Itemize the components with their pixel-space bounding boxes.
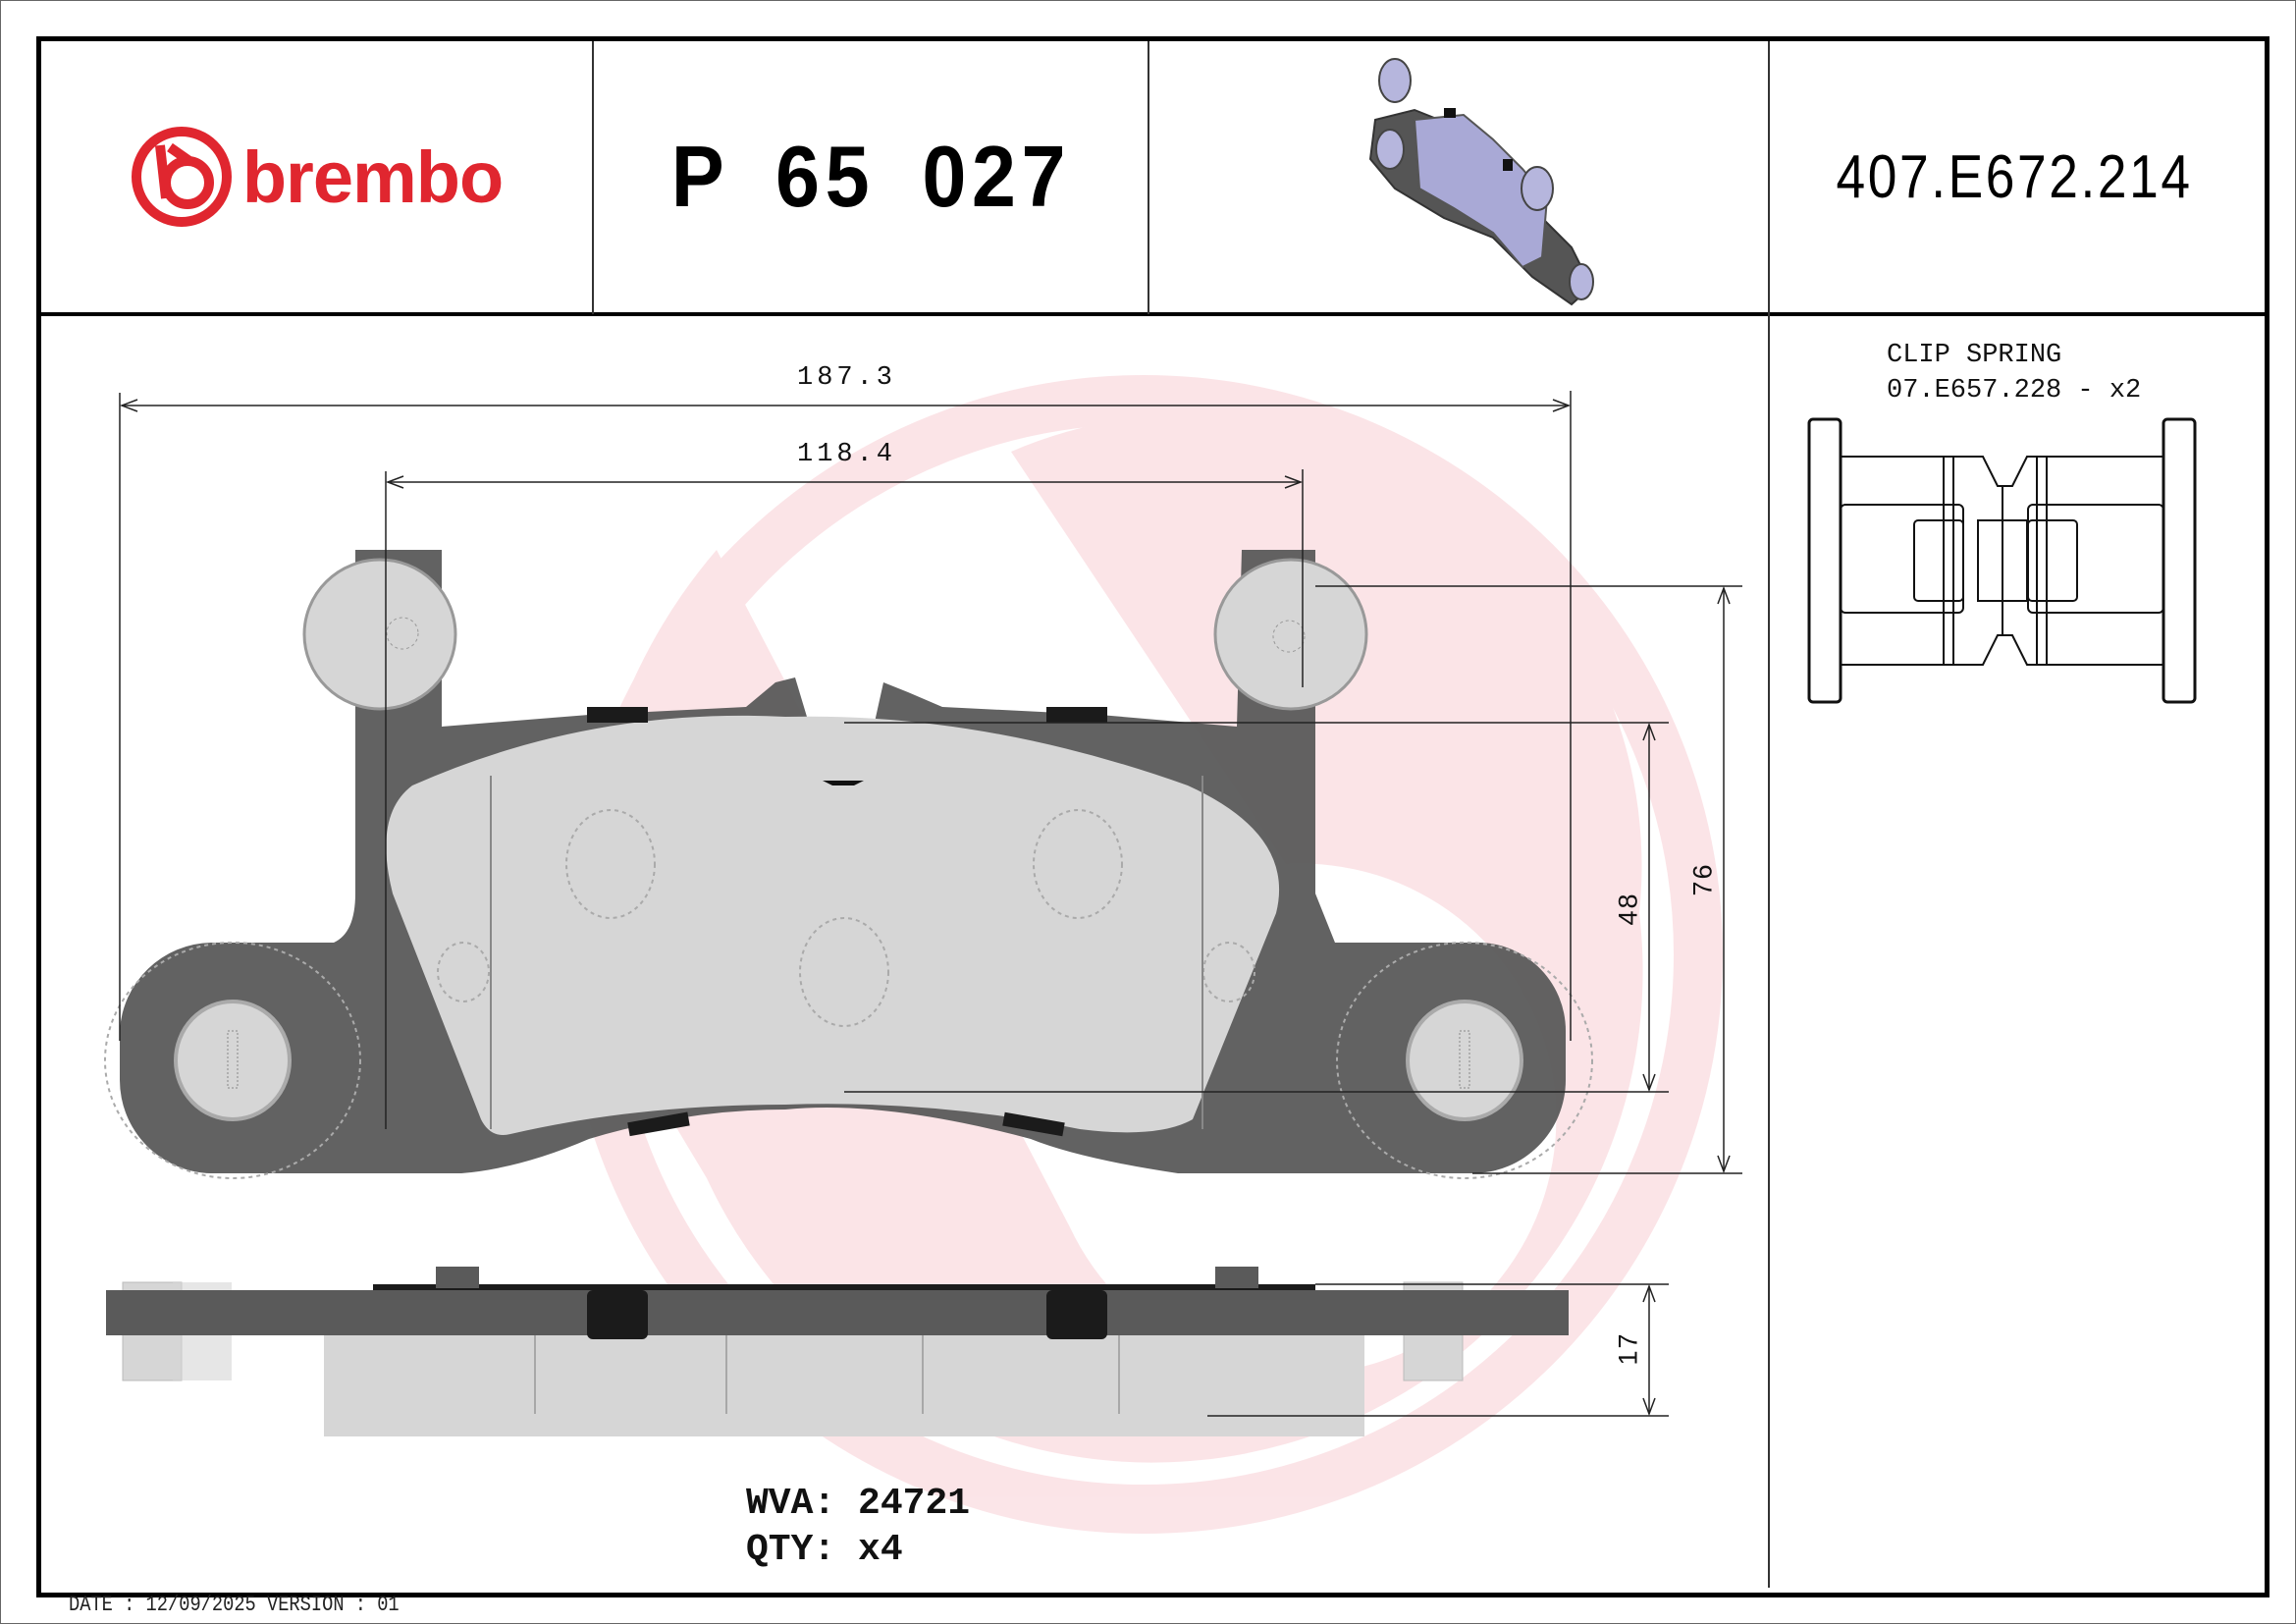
thumbnail-cell <box>1149 41 1768 312</box>
brand-logo: brembo <box>41 41 592 312</box>
clip-spring-code: 07.E657.228 - x2 <box>1887 376 2142 406</box>
header-divider-1 <box>592 41 594 314</box>
clip-spring-title: CLIP SPRING <box>1887 341 2062 370</box>
dim-inner-width: 118.4 <box>797 440 897 469</box>
dim-thickness: 17 <box>1613 1331 1643 1366</box>
qty-value: x4 <box>858 1529 903 1571</box>
reference-code-cell: 407.E672.214 <box>1770 41 2260 312</box>
side-view <box>106 1267 1569 1436</box>
header-divider <box>36 312 2269 316</box>
dimension-lines <box>119 391 1742 1417</box>
dim-pad-height: 48 <box>1613 892 1643 926</box>
part-number: P 65 027 <box>670 128 1071 225</box>
brembo-logo-icon <box>131 127 232 227</box>
brand-name: brembo <box>241 135 504 218</box>
header-divider-2 <box>1148 41 1149 314</box>
qty-label: QTY: <box>746 1529 836 1571</box>
backing-plate-front-view <box>104 550 1593 1179</box>
part-number-cell: P 65 027 <box>594 41 1148 312</box>
clip-spring-drawing-icon <box>1807 417 2197 704</box>
reference-code: 407.E672.214 <box>1836 142 2194 211</box>
dim-overall-width: 187.3 <box>797 363 897 393</box>
wva-value: 24721 <box>858 1483 971 1525</box>
clip-spring-label: CLIP SPRING 07.E657.228 - x2 <box>1887 338 2141 408</box>
right-column-divider <box>1768 41 1770 1588</box>
wva-label: WVA: <box>746 1483 836 1525</box>
part-info: WVA: 24721 QTY: x4 <box>746 1481 970 1573</box>
brake-pad-3d-icon <box>1368 58 1594 306</box>
footer-date-version: DATE : 12/09/2025 VERSION : 01 <box>69 1593 400 1617</box>
drawing-frame <box>36 36 2269 1597</box>
dim-overall-height: 76 <box>1687 862 1718 896</box>
